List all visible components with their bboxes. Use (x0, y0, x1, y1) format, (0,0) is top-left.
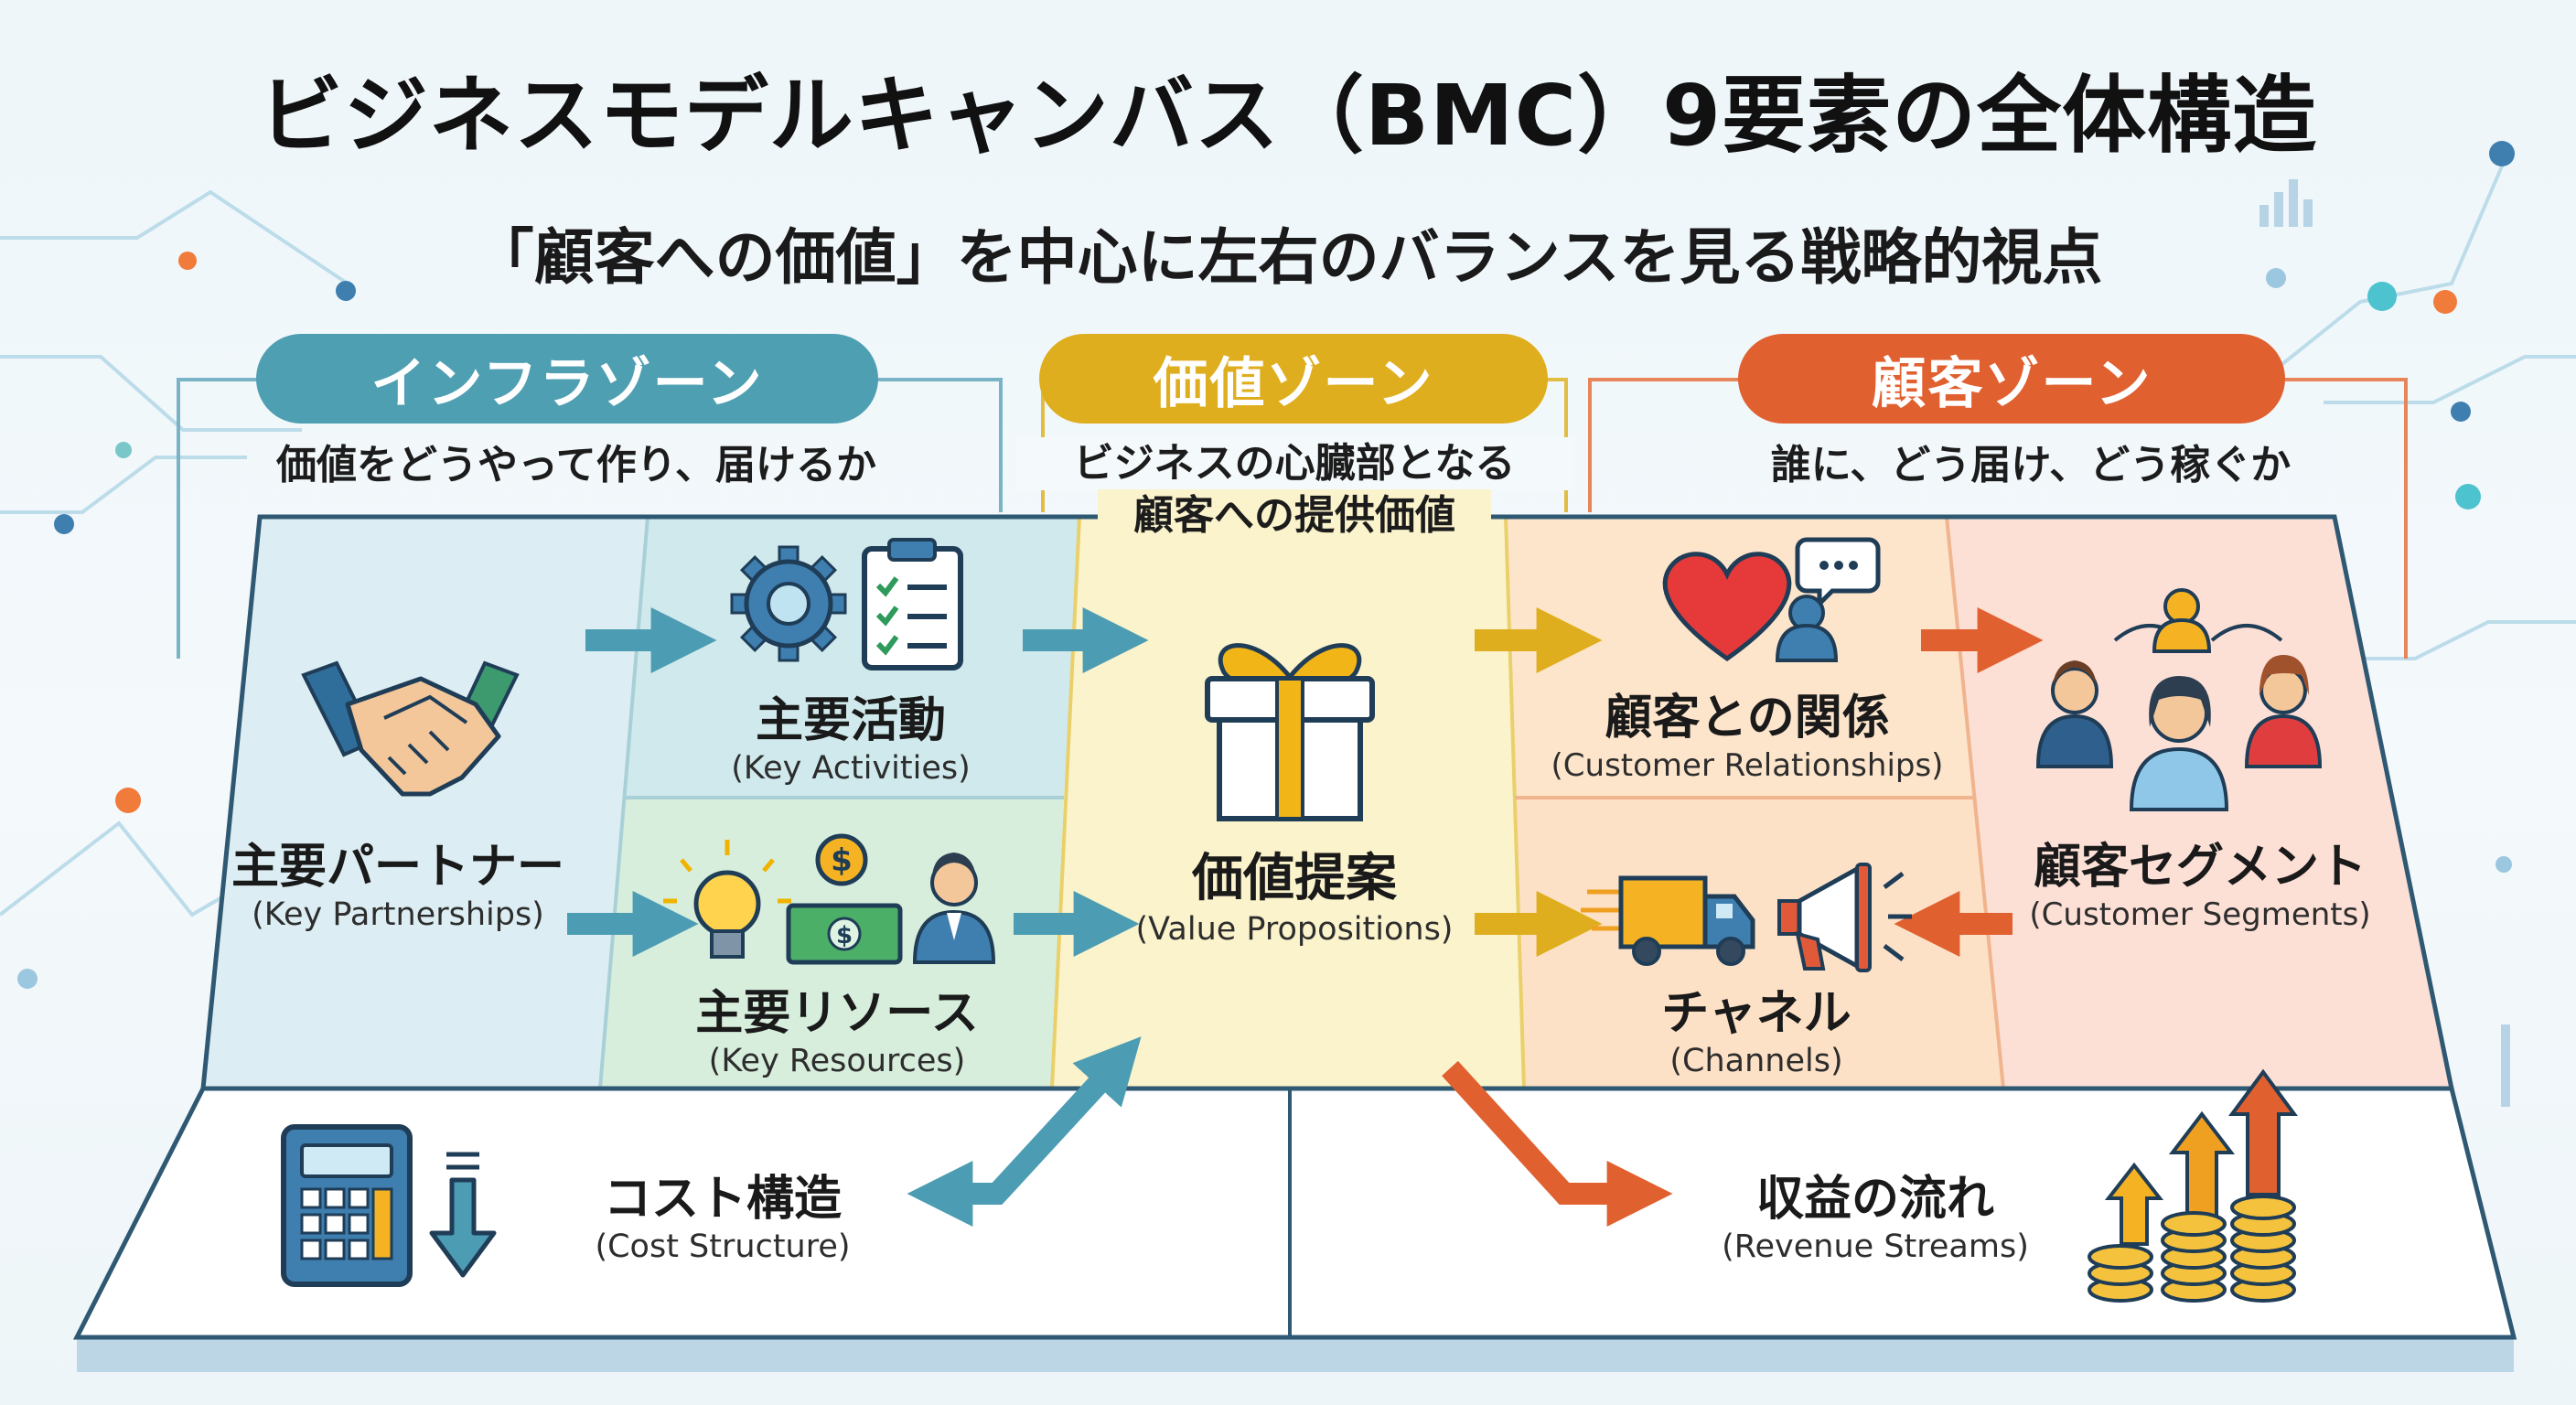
svg-text:$: $ (831, 842, 853, 879)
coins-up-arrows-icon (2088, 1068, 2298, 1303)
key-partners-cell (203, 517, 648, 1089)
infra-zone-pill: インフラゾーン (256, 334, 878, 424)
cost-structure-label: コスト構造 (Cost Structure) (595, 1172, 851, 1265)
svg-text:$: $ (836, 922, 853, 949)
customer-zone-description: 誰に、どう届け、どう稼ぐか (1770, 442, 2292, 488)
people-group-icon (2035, 588, 2323, 811)
customer-zone-pill: 顧客ゾーン (1738, 334, 2285, 424)
key-resources-label: 主要リソース (Key Resources) (695, 986, 979, 1079)
lightbulb-money-person-icon: $ $ (663, 833, 996, 965)
value-zone-description-line2: 顧客への提供価値 (1098, 489, 1491, 542)
value-zone-description-line1: ビジネスの心臓部となる (1015, 437, 1573, 490)
arrow-vp-to-revenue (1442, 1060, 1673, 1227)
calculator-down-arrow-icon (281, 1124, 497, 1287)
value-propositions-label: 価値提案 (Value Propositions) (1135, 849, 1454, 948)
key-activities-cell (624, 517, 1079, 798)
value-zone-pill: 価値ゾーン (1039, 334, 1548, 424)
board-base-edge (77, 1337, 2514, 1372)
infra-zone-description: 価値をどうやって作り、届けるか (275, 442, 877, 488)
arrow-cost-to-vp (989, 1036, 1142, 1202)
customer-relationships-label: 顧客との関係 (Customer Relationships) (1551, 691, 1944, 784)
canvas-outline (200, 514, 2455, 1091)
gift-icon (1205, 643, 1375, 821)
page-title: ビジネスモデルキャンバス（BMC）9要素の全体構造 (258, 67, 2318, 165)
key-activities-label: 主要活動 (Key Activities) (731, 693, 971, 787)
gear-clipboard-icon (730, 538, 963, 670)
revenue-streams-label: 収益の流れ (Revenue Streams) (1722, 1172, 2029, 1265)
heart-chat-icon (1662, 537, 1881, 662)
key-partners-label: 主要パートナー (Key Partnerships) (231, 840, 564, 933)
page-subtitle: 「顧客への価値」を中心に左右のバランスを見る戦略的視点 (473, 222, 2103, 293)
channels-cell (1515, 798, 2003, 1089)
handshake-icon (301, 660, 520, 797)
channels-label: チャネル (Channels) (1661, 986, 1852, 1079)
truck-megaphone-icon (1581, 863, 1912, 972)
customer-segments-label: 顧客セグメント (Customer Segments) (2029, 840, 2371, 933)
